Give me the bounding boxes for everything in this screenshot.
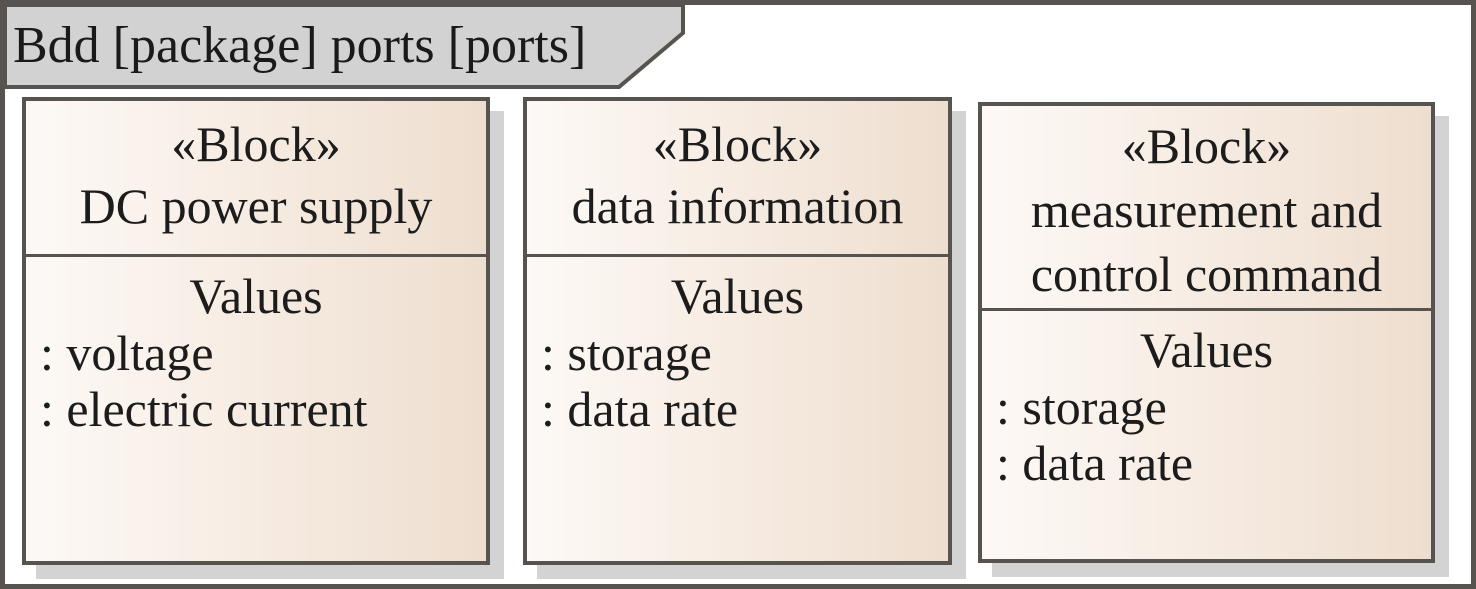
- value-item: : electric current: [40, 381, 368, 437]
- value-item: : storage: [996, 379, 1167, 435]
- value-item: : data rate: [541, 381, 739, 437]
- block-name: data information: [571, 178, 904, 234]
- block-dc-power-supply[interactable]: «Block» DC power supply Values : voltage…: [22, 97, 490, 565]
- block-stereotype: «Block»: [1121, 118, 1292, 174]
- values-label: Values: [1139, 322, 1274, 378]
- block-name-compartment: «Block» measurement and control command: [982, 106, 1431, 311]
- value-item: : voltage: [40, 325, 214, 381]
- value-item: : data rate: [996, 435, 1194, 491]
- diagram-title: Bdd [package] ports [ports]: [13, 17, 587, 74]
- block-stereotype: «Block»: [171, 116, 341, 172]
- diagram-title-tab: Bdd [package] ports [ports]: [3, 3, 689, 89]
- block-data-information[interactable]: «Block» data information Values : storag…: [523, 97, 952, 565]
- block-measurement-and-control-command[interactable]: «Block» measurement and control command …: [978, 102, 1435, 563]
- block-name: measurement and control command: [1030, 182, 1383, 302]
- tab-shape: [3, 3, 685, 89]
- block-values-compartment: Values : storage : data rate: [527, 257, 948, 561]
- block-name-compartment: «Block» data information: [527, 101, 948, 257]
- value-item: : storage: [541, 325, 712, 381]
- block-values-compartment: Values : storage : data rate: [982, 311, 1431, 559]
- block-stereotype: «Block»: [652, 116, 823, 172]
- block-name: DC power supply: [79, 178, 433, 234]
- block-values-compartment: Values : voltage : electric current: [26, 257, 486, 561]
- values-label: Values: [189, 268, 323, 324]
- values-label: Values: [670, 268, 805, 324]
- block-name-compartment: «Block» DC power supply: [26, 101, 486, 257]
